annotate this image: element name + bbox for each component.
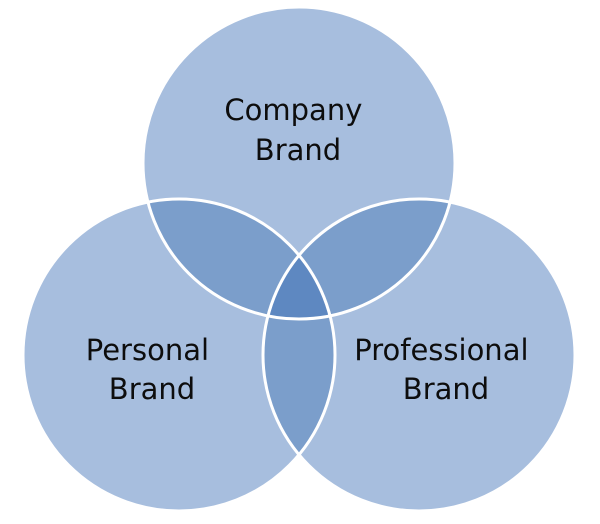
professional-brand-label-line2: Brand	[403, 372, 489, 406]
professional-brand-outline	[261, 197, 577, 513]
personal-brand-label: Personal Brand	[86, 333, 219, 406]
professional-brand-label: Professional Brand	[354, 333, 538, 406]
company-brand-label-line1: Company	[224, 93, 362, 127]
personal-brand-label-line2: Brand	[109, 372, 195, 406]
professional-brand-label-line1: Professional	[354, 333, 528, 367]
personal-brand-outline	[21, 197, 337, 513]
company-brand-outline	[141, 5, 457, 321]
personal-brand-label-line1: Personal	[86, 333, 209, 367]
company-personal-overlap	[143, 199, 335, 319]
company-brand-label-line2: Brand	[255, 133, 341, 167]
company-professional-overlap	[263, 199, 455, 319]
company-brand-label: Company Brand	[224, 93, 371, 167]
